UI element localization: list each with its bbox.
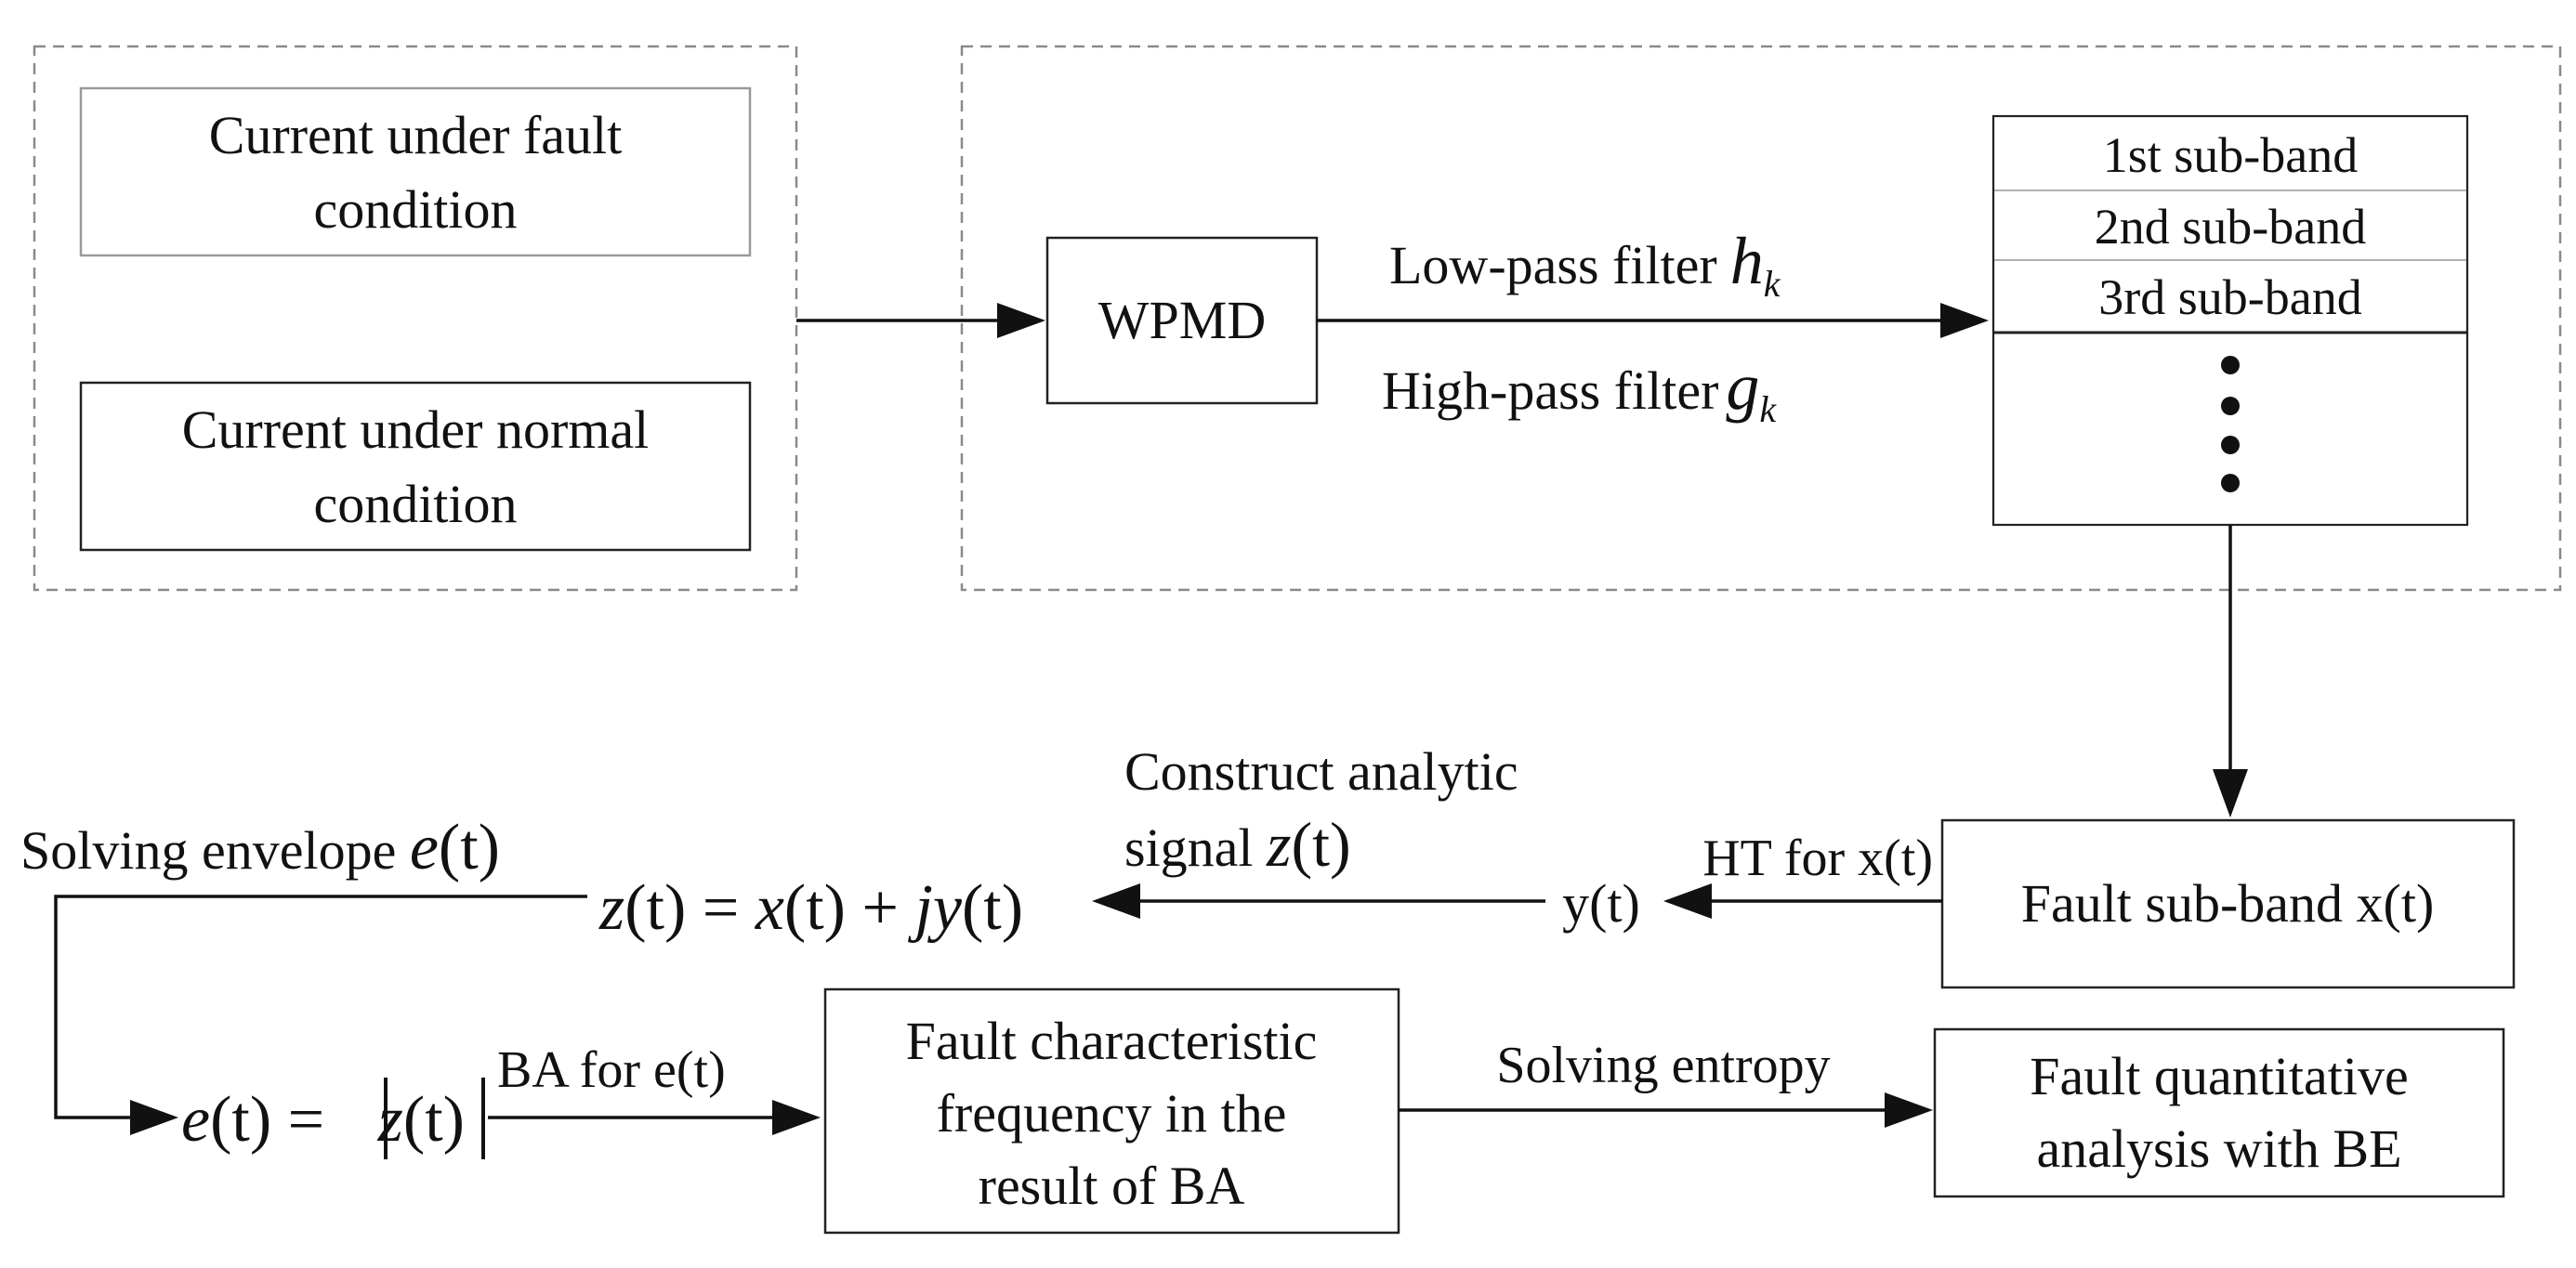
construct-label-line-2: signal z(t): [1124, 809, 1351, 880]
construct-label-line-1: Construct analytic: [1124, 741, 1518, 802]
ellipsis-dot-4: [2221, 474, 2240, 492]
quant-line-1: Fault quantitative: [2030, 1046, 2409, 1106]
ellipsis-dot-3: [2221, 436, 2240, 454]
ellipsis-dot-2: [2221, 397, 2240, 415]
frequency-line-1: Fault characteristic: [906, 1011, 1318, 1071]
wpmd-box: WPMD: [1045, 236, 1319, 405]
envelope-equation: e(t) = z(t): [181, 1084, 465, 1156]
quantitative-box: Fault quantitative analysis with BE: [1933, 1027, 2505, 1198]
frequency-box: Fault characteristic frequency in the re…: [823, 987, 1400, 1235]
envelope-to-frequency-arrowhead: [772, 1100, 821, 1135]
ellipsis-dot-1: [2221, 356, 2240, 374]
decomposition-group: [960, 45, 2562, 592]
frequency-line-3: result of BA: [979, 1156, 1245, 1216]
fault-current-line-1: Current under fault: [209, 105, 623, 165]
quant-line-2: analysis with BE: [2036, 1118, 2401, 1179]
normal-current-line-2: condition: [313, 474, 517, 534]
subband-stack: 1st sub-band 2nd sub-band 3rd sub-band: [1991, 114, 2469, 527]
wpmd-to-subbands-arrowhead: [1940, 303, 1989, 338]
ba-label: BA for e(t): [497, 1041, 726, 1099]
fault-subband-box: Fault sub-band x(t): [1940, 818, 2516, 989]
yt-label: y(t): [1562, 873, 1640, 934]
fault-subband-label: Fault sub-band x(t): [2021, 873, 2435, 934]
subbands-to-fault-arrowhead: [2213, 769, 2248, 817]
normal-current-box: Current under normal condition: [79, 381, 752, 552]
fault-to-yt-arrowhead: [1663, 883, 1712, 919]
inputs-to-wpmd-arrowhead: [997, 303, 1045, 338]
ht-label: HT for x(t): [1702, 830, 1933, 887]
analytic-signal-equation: z(t) = x(t) + jy(t): [598, 872, 1023, 944]
frequency-line-2: frequency in the: [937, 1083, 1287, 1144]
yt-to-equation-arrowhead: [1092, 883, 1140, 919]
input-signals-group: [33, 45, 798, 592]
fault-current-line-2: condition: [313, 179, 517, 240]
frequency-to-quant-arrowhead: [1885, 1092, 1933, 1128]
equation-to-envelope-connector: [54, 895, 587, 1119]
entropy-label: Solving entropy: [1496, 1037, 1830, 1094]
normal-current-line-1: Current under normal: [182, 399, 650, 460]
subband-2-label: 2nd sub-band: [2095, 199, 2366, 255]
fault-current-box: Current under fault condition: [79, 86, 752, 257]
subband-3-label: 3rd sub-band: [2098, 269, 2361, 325]
subband-1-label: 1st sub-band: [2103, 127, 2358, 183]
equation-to-envelope-arrowhead: [130, 1100, 178, 1135]
envelope-label: Solving envelope e(t): [20, 812, 500, 883]
wpmd-label: WPMD: [1098, 290, 1266, 350]
